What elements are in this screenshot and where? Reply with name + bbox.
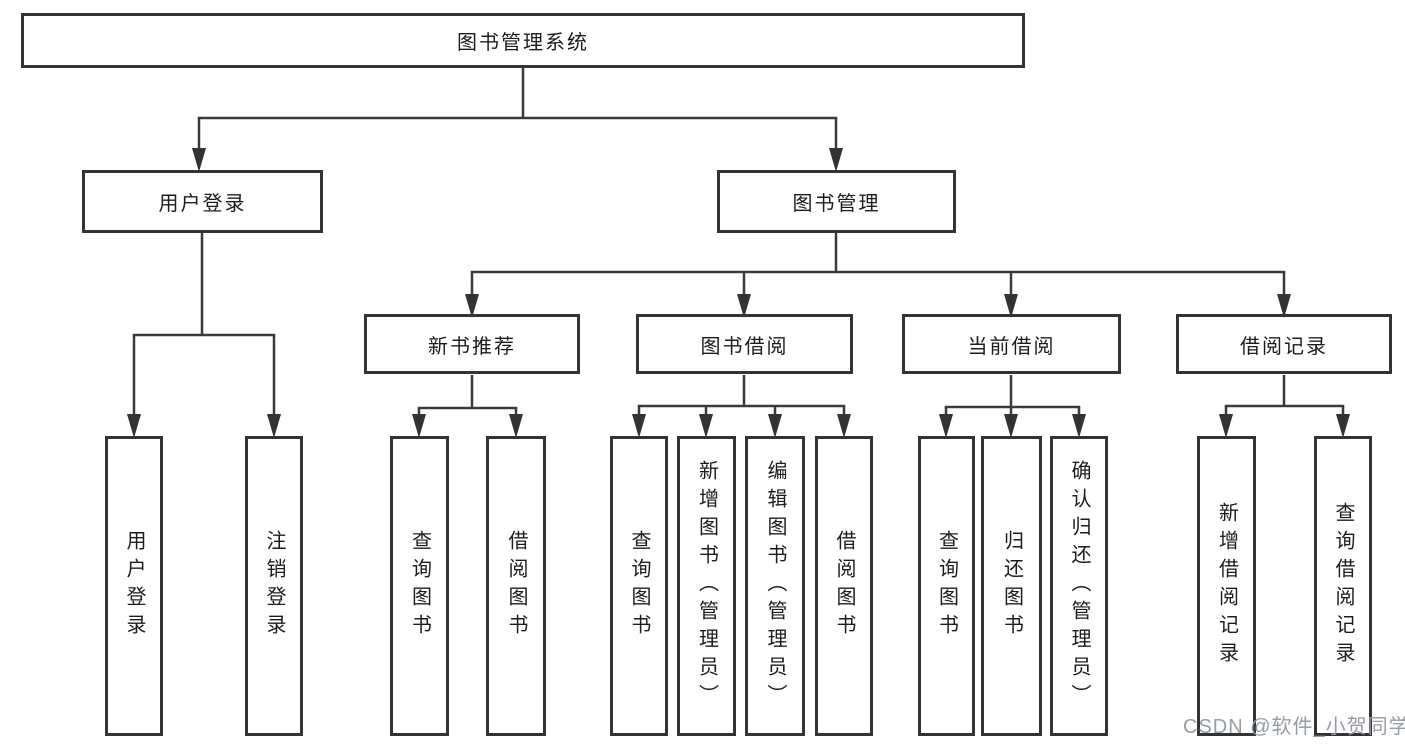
node-book-management-label: 图书管理 bbox=[792, 193, 881, 215]
leaf-query-books-recommend-label: 查询图书 bbox=[408, 530, 431, 642]
connector-new-book-recommendation-to-children bbox=[412, 375, 523, 438]
node-new-book-recommendation: 新书推荐 bbox=[364, 314, 580, 374]
arrow-down-icon bbox=[939, 414, 953, 438]
connector-user-login-to-children bbox=[127, 233, 281, 438]
leaf-query-books-borrowing-label: 查询图书 bbox=[628, 530, 650, 642]
leaf-query-borrow-record-label: 查询借阅记录 bbox=[1332, 502, 1354, 670]
connector-current-borrowing-to-children bbox=[939, 375, 1086, 438]
leaf-add-borrow-record: 新增借阅记录 bbox=[1197, 436, 1256, 736]
leaf-add-borrow-record-label: 新增借阅记录 bbox=[1215, 502, 1238, 670]
node-user-login: 用户登录 bbox=[82, 170, 323, 233]
node-book-management: 图书管理 bbox=[717, 170, 956, 233]
leaf-query-books-current-label: 查询图书 bbox=[935, 530, 958, 642]
arrow-down-icon bbox=[127, 414, 141, 438]
arrow-down-icon bbox=[267, 414, 281, 438]
leaf-query-books-recommend: 查询图书 bbox=[390, 436, 449, 736]
leaf-borrow-books-borrowing-label: 借阅图书 bbox=[833, 530, 855, 642]
arrow-down-icon bbox=[412, 414, 426, 438]
node-book-borrowing-label: 图书借阅 bbox=[700, 335, 789, 358]
arrow-down-icon bbox=[509, 414, 523, 438]
node-book-borrowing: 图书借阅 bbox=[636, 314, 853, 374]
leaf-add-book-admin-label: 新增图书（管理员） bbox=[695, 460, 718, 712]
arrow-down-icon bbox=[768, 414, 782, 438]
arrow-down-icon bbox=[1004, 414, 1018, 438]
leaf-user-login-label: 用户登录 bbox=[123, 530, 145, 642]
node-current-borrowing-label: 当前借阅 bbox=[967, 335, 1056, 358]
node-borrowing-records-label: 借阅记录 bbox=[1240, 335, 1328, 358]
leaf-return-books-label: 归还图书 bbox=[1000, 530, 1023, 642]
arrow-down-icon bbox=[837, 414, 851, 438]
connector-borrowing-records-to-children bbox=[1219, 375, 1350, 438]
leaf-query-books-current: 查询图书 bbox=[918, 436, 975, 736]
leaf-logout-label: 注销登录 bbox=[263, 530, 285, 642]
leaf-user-login: 用户登录 bbox=[105, 436, 163, 736]
arrow-down-icon bbox=[1219, 414, 1233, 438]
arrow-down-icon bbox=[632, 414, 646, 438]
leaf-edit-book-admin: 编辑图书（管理员） bbox=[745, 436, 805, 736]
leaf-borrow-books-recommend-label: 借阅图书 bbox=[505, 530, 527, 642]
node-current-borrowing: 当前借阅 bbox=[902, 314, 1121, 374]
arrow-down-icon bbox=[192, 148, 206, 172]
node-root: 图书管理系统 bbox=[21, 13, 1025, 68]
leaf-return-books: 归还图书 bbox=[981, 436, 1042, 736]
connector-book-borrowing-to-children bbox=[632, 375, 851, 438]
arrow-down-icon bbox=[1072, 414, 1086, 438]
connector-book-management-to-children bbox=[465, 233, 1291, 318]
arrow-down-icon bbox=[699, 414, 713, 438]
leaf-borrow-books-recommend: 借阅图书 bbox=[486, 436, 546, 736]
connector-root-to-level2 bbox=[192, 68, 843, 172]
node-new-book-recommendation-label: 新书推荐 bbox=[428, 335, 516, 358]
node-user-login-label: 用户登录 bbox=[158, 193, 247, 215]
node-root-label: 图书管理系统 bbox=[457, 32, 589, 54]
leaf-borrow-books-borrowing: 借阅图书 bbox=[815, 436, 873, 736]
leaf-query-borrow-record: 查询借阅记录 bbox=[1314, 436, 1372, 736]
leaf-add-book-admin: 新增图书（管理员） bbox=[677, 436, 736, 736]
node-borrowing-records: 借阅记录 bbox=[1176, 314, 1392, 374]
arrow-down-icon bbox=[1336, 414, 1350, 438]
leaf-query-books-borrowing: 查询图书 bbox=[610, 436, 668, 736]
leaf-edit-book-admin-label: 编辑图书（管理员） bbox=[764, 460, 786, 712]
leaf-confirm-return-admin: 确认归还（管理员） bbox=[1050, 436, 1108, 736]
arrow-down-icon bbox=[829, 148, 843, 172]
leaf-logout: 注销登录 bbox=[245, 436, 303, 736]
leaf-confirm-return-admin-label: 确认归还（管理员） bbox=[1068, 460, 1090, 712]
